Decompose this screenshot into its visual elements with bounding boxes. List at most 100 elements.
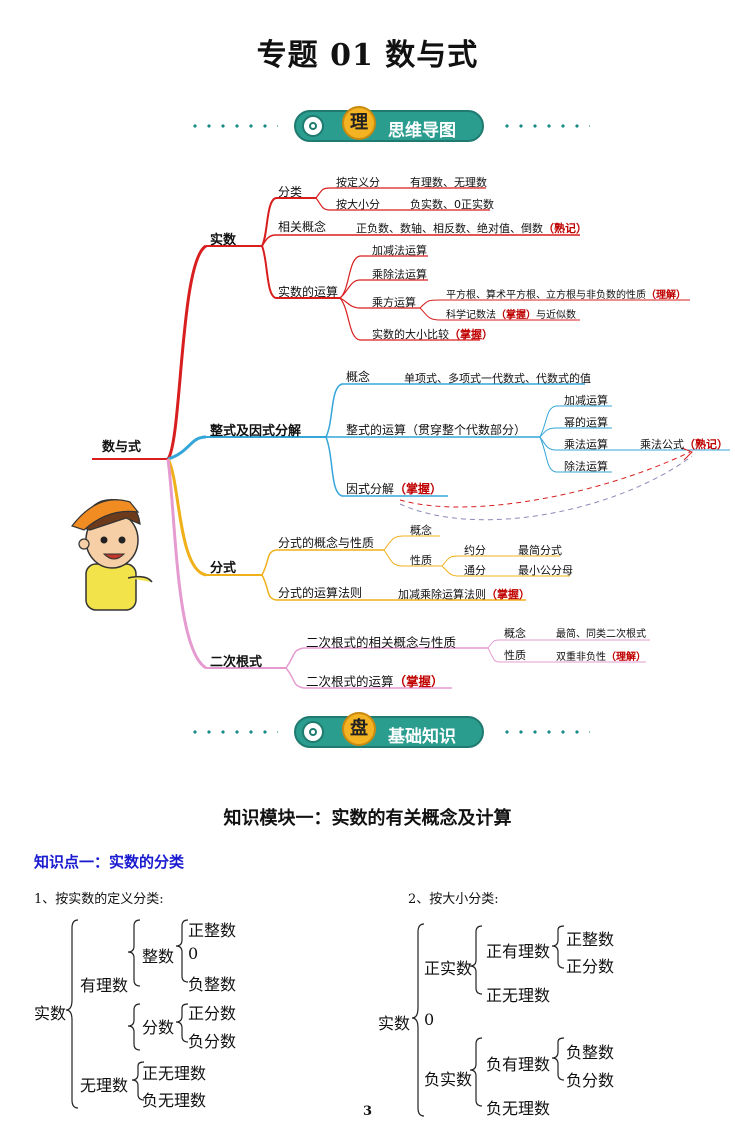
node-poly-concept: 概念 [346, 370, 371, 384]
node-radical-simplest: 最简、同类二次根式 [556, 629, 646, 640]
node-reduce: 约分 [464, 544, 486, 557]
class1-irrational: 无理数 [80, 1076, 129, 1095]
node-compare: 实数的大小比较（掌握） [372, 326, 493, 342]
sci-notation-text: 科学记数法 [446, 310, 496, 321]
classification-braces [65, 919, 565, 1117]
node-poly-power: 幂的运算 [564, 416, 608, 429]
class1-caption: 1、按实数的定义分类: [34, 892, 164, 907]
class1-fraction: 分数 [142, 1018, 175, 1037]
concept-list-text: 正负数、数轴、相反数、绝对值、倒数 [356, 222, 543, 235]
node-lcd: 最小公分母 [518, 564, 573, 577]
class2-neg-frac: 负分数 [566, 1071, 615, 1090]
node-fraction-property: 性质 [410, 554, 432, 567]
node-related-concepts: 相关概念 [278, 220, 327, 234]
node-by-definition: 按定义分 [336, 176, 380, 189]
mul-formula-text: 乘法公式 [640, 438, 684, 451]
class2-zero: 0 [424, 1010, 435, 1029]
node-common-denominator: 通分 [464, 564, 486, 577]
knowledge-point-heading: 知识点一：实数的分类 [34, 853, 185, 871]
node-double-nonneg: 双重非负性（理解） [556, 648, 646, 663]
class2-pos-real: 正实数 [424, 959, 473, 978]
compare-text: 实数的大小比较 [372, 328, 449, 341]
banner-badge: 盘 [342, 712, 376, 746]
class2-pos-frac: 正分数 [566, 957, 615, 976]
node-poly-concept-list: 单项式、多项式一代数式、代数式的值 [404, 372, 591, 385]
memorize-tag: （熟记） [543, 222, 587, 235]
understand-tag: （理解） [606, 652, 646, 663]
master-tag: （掌握） [496, 310, 536, 321]
approx-text: 与近似数 [536, 310, 576, 321]
node-poly-add: 加减运算 [564, 394, 608, 407]
class1-neg-frac: 负分数 [188, 1032, 237, 1051]
node-real-operations: 实数的运算 [278, 285, 339, 299]
banner-dots-left [188, 124, 278, 128]
class2-neg-real: 负实数 [424, 1070, 473, 1089]
class1-pos-irr: 正无理数 [142, 1064, 207, 1083]
node-by-definition-result: 有理数、无理数 [410, 176, 487, 189]
target-icon [302, 115, 324, 137]
mindmap-root: 数与式 [102, 440, 142, 455]
class2-neg-irr: 负无理数 [486, 1099, 551, 1118]
class1-pos-frac: 正分数 [188, 1004, 237, 1023]
radical-ops-text: 二次根式的运算 [306, 674, 394, 689]
class2-pos-rat: 正有理数 [486, 942, 551, 961]
banner-text: 思维导图 [388, 121, 456, 141]
banner-pill: 理 思维导图 [294, 106, 484, 142]
banner-badge: 理 [342, 106, 376, 140]
node-factorization: 因式分解（掌握） [346, 480, 442, 497]
node-radical-props: 二次根式的相关概念与性质 [306, 635, 457, 650]
node-simplest-fraction: 最简分式 [518, 544, 562, 557]
page-title: 专题 01 数与式 [256, 38, 479, 73]
node-radical-concept: 概念 [504, 627, 526, 640]
class1-neg-int: 负整数 [188, 975, 237, 994]
node-by-size: 按大小分 [336, 198, 380, 211]
branch-polynomial: 整式及因式分解 [210, 424, 302, 439]
branch-fraction: 分式 [210, 561, 237, 576]
master-tag: （掌握） [393, 674, 444, 689]
branch-real: 实数 [210, 233, 237, 248]
node-radical-property: 性质 [504, 649, 526, 662]
master-tag: （掌握） [449, 328, 493, 341]
node-by-size-result: 负实数、0正实数 [410, 198, 494, 211]
node-mul-formula: 乘法公式（熟记） [640, 436, 728, 452]
node-power: 乘方运算 [372, 296, 416, 309]
node-fraction-props: 分式的概念与性质 [278, 536, 375, 550]
memorize-tag: （熟记） [684, 438, 728, 451]
target-icon [302, 721, 324, 743]
rules-text: 加减乘除运算法则 [398, 588, 486, 601]
node-fraction-concept: 概念 [410, 524, 432, 537]
class1-zero: 0 [188, 944, 199, 963]
node-classification: 分类 [278, 185, 303, 199]
banner-dots-right [500, 730, 590, 734]
class2-caption: 2、按大小分类: [408, 892, 499, 907]
node-mul-div: 乘除法运算 [372, 268, 427, 281]
factorization-text: 因式分解 [346, 482, 395, 496]
banner-dots-right [500, 124, 590, 128]
node-poly-mul: 乘法运算 [564, 438, 608, 451]
master-tag: （掌握） [486, 588, 530, 601]
mindmap-lines [92, 187, 730, 689]
understand-tag: （理解） [646, 290, 686, 301]
class2-neg-rat: 负有理数 [486, 1055, 551, 1074]
class2-pos-irr: 正无理数 [486, 986, 551, 1005]
class1-integer: 整数 [142, 947, 175, 966]
node-fraction-rules-detail: 加减乘除运算法则（掌握） [398, 586, 530, 602]
node-scientific-notation: 科学记数法（掌握）与近似数 [446, 306, 576, 321]
banner-text: 基础知识 [388, 727, 456, 747]
class2-pos-int: 正整数 [566, 930, 615, 949]
page-number: 3 [362, 1104, 373, 1119]
node-related-concepts-list: 正负数、数轴、相反数、绝对值、倒数（熟记） [356, 220, 587, 236]
class1-neg-irr: 负无理数 [142, 1091, 207, 1110]
basics-banner: 盘 基础知识 [188, 712, 590, 752]
class1-pos-int: 正整数 [188, 921, 237, 940]
banner-pill: 盘 基础知识 [294, 712, 484, 748]
class1-rational: 有理数 [80, 976, 129, 995]
class2-root: 实数 [378, 1014, 411, 1033]
master-tag: （掌握） [394, 482, 443, 496]
section-heading: 知识模块一：实数的有关概念及计算 [223, 808, 512, 829]
boy-illustration [71, 498, 153, 611]
node-roots: 平方根、算术平方根、立方根与非负数的性质（理解） [446, 286, 686, 301]
node-poly-div: 除法运算 [564, 460, 608, 473]
mindmap-banner: 理 思维导图 [188, 106, 590, 146]
node-poly-operations: 整式的运算（贯穿整个代数部分） [346, 423, 527, 437]
